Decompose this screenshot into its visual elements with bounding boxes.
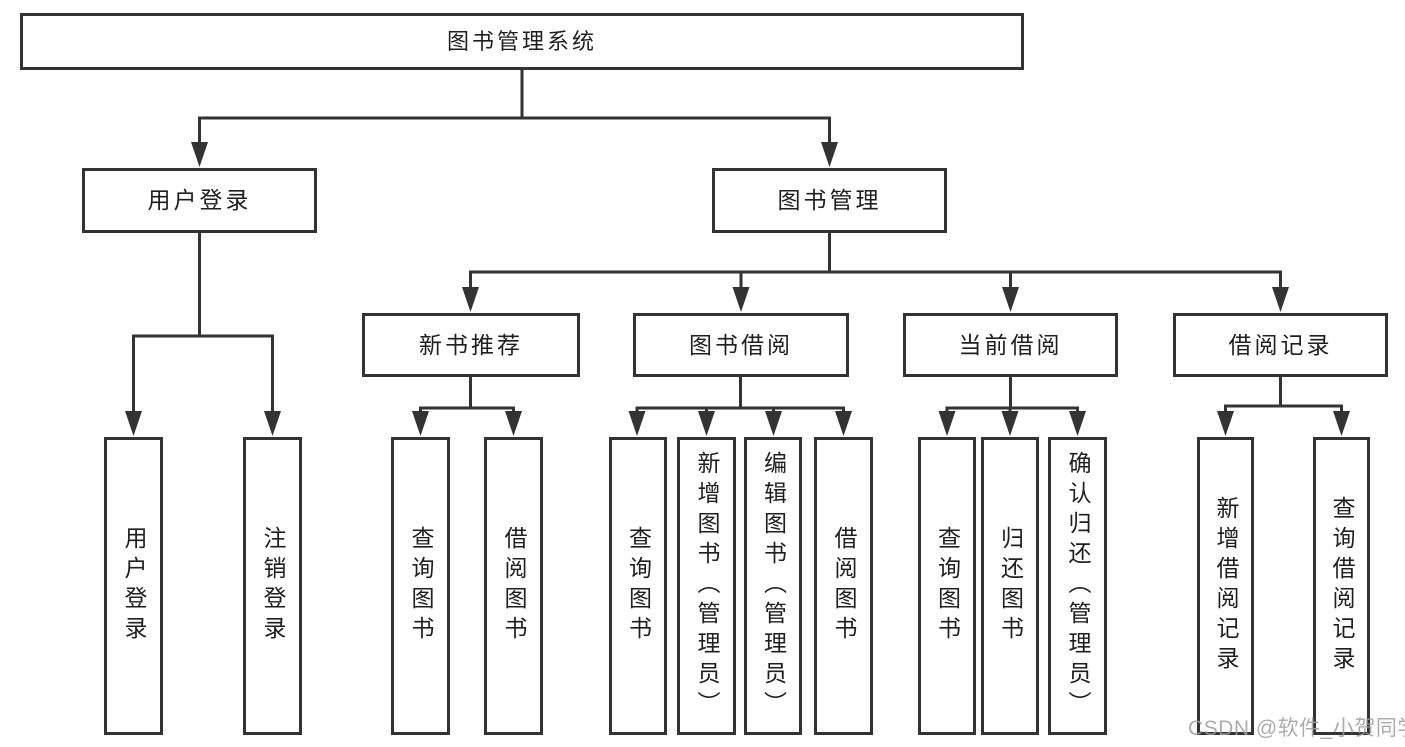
leaf-label: 编辑图书（管理员） (760, 451, 787, 721)
leaf-borrow-books-recommend: 借阅图书 (484, 437, 543, 735)
leaf-label: 归还图书 (997, 526, 1024, 646)
leaf-query-books-recommend: 查询图书 (391, 437, 450, 735)
node-label: 新书推荐 (419, 331, 523, 358)
node-user-login: 用户登录 (82, 168, 317, 233)
leaf-confirm-return-admin: 确认归还（管理员） (1048, 437, 1107, 735)
leaf-label: 查询图书 (408, 526, 434, 646)
leaf-return-books: 归还图书 (981, 437, 1039, 735)
node-label: 图书借阅 (689, 331, 793, 358)
node-borrowing-records: 借阅记录 (1173, 313, 1388, 377)
leaf-label: 查询图书 (934, 526, 961, 646)
leaf-query-books-borrowing: 查询图书 (609, 437, 667, 735)
leaf-add-borrow-record: 新增借阅记录 (1197, 437, 1254, 735)
leaf-label: 确认归还（管理员） (1065, 451, 1091, 721)
connector-arrowheads (125, 142, 1350, 436)
leaf-logout: 注销登录 (243, 437, 302, 735)
csdn-watermark: CSDN @软件_小贺同学 (1188, 717, 1405, 740)
leaf-query-borrow-record: 查询借阅记录 (1313, 437, 1370, 735)
leaf-label: 新增图书（管理员） (694, 451, 720, 721)
leaf-label: 新增借阅记录 (1213, 496, 1239, 676)
leaf-query-books-current: 查询图书 (918, 437, 976, 735)
leaf-user-login: 用户登录 (104, 437, 163, 735)
leaf-label: 注销登录 (260, 526, 286, 646)
node-label: 当前借阅 (958, 331, 1063, 358)
leaf-edit-books-admin: 编辑图书（管理员） (744, 437, 802, 735)
leaf-label: 查询图书 (625, 526, 652, 646)
node-book-borrowing: 图书借阅 (633, 313, 849, 377)
node-label: 图书管理系统 (446, 28, 597, 54)
node-label: 借阅记录 (1228, 331, 1333, 358)
leaf-add-books-admin: 新增图书（管理员） (677, 437, 736, 735)
leaf-label: 用户登录 (121, 526, 147, 646)
node-label: 图书管理 (777, 187, 882, 213)
leaf-label: 借阅图书 (831, 526, 857, 646)
node-label: 用户登录 (147, 187, 252, 213)
node-book-management: 图书管理 (712, 168, 947, 233)
node-new-book-recommend: 新书推荐 (362, 313, 580, 377)
leaf-label: 查询借阅记录 (1329, 496, 1355, 676)
node-current-borrowing: 当前借阅 (903, 313, 1118, 377)
leaf-label: 借阅图书 (501, 526, 527, 646)
node-library-management-system: 图书管理系统 (20, 13, 1024, 70)
leaf-borrow-books: 借阅图书 (814, 437, 873, 735)
